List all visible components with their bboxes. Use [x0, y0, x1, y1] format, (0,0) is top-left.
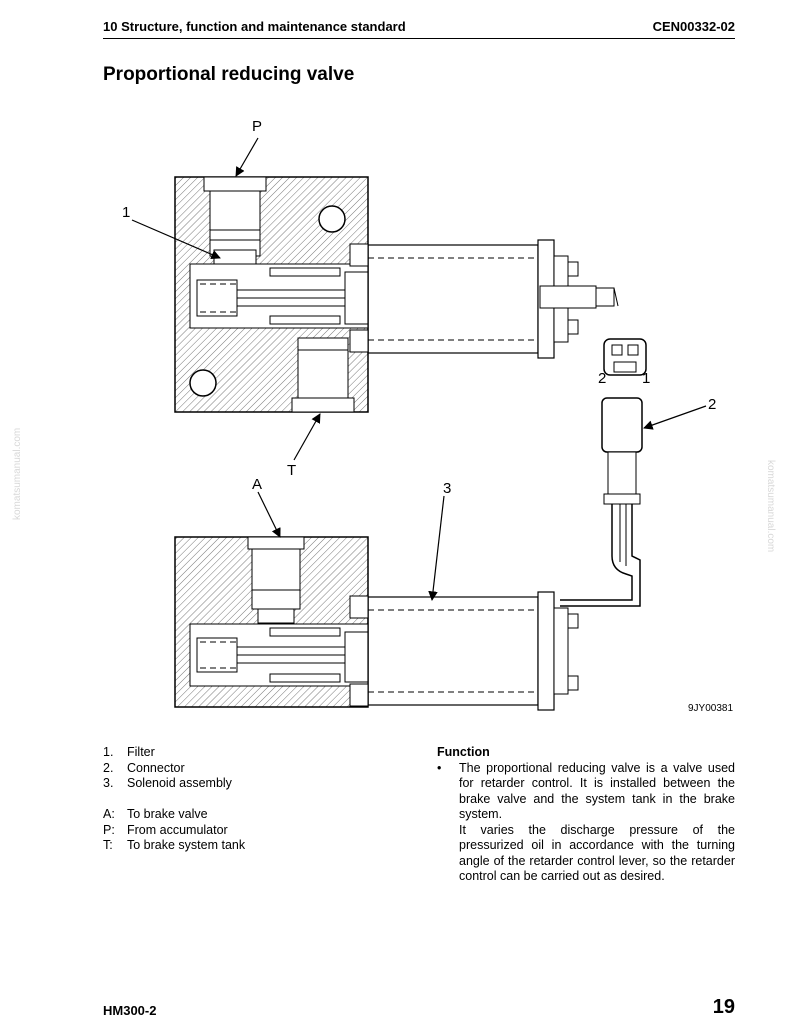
port-t-plug	[297, 337, 349, 399]
valve-bottom	[174, 536, 579, 711]
section-title: 10 Structure, function and maintenance s…	[103, 19, 406, 34]
leader-3	[428, 495, 445, 601]
legend-item: A:To brake valve	[103, 807, 208, 821]
connector	[560, 338, 647, 607]
leader-p	[235, 137, 259, 177]
callout-1: 1	[122, 204, 131, 221]
legend-item: 1.Filter	[103, 745, 155, 759]
solenoid-bottom	[367, 596, 539, 706]
valve-diagram	[131, 137, 707, 711]
function-heading: Function	[437, 745, 490, 759]
page-title: Proportional reducing valve	[103, 64, 355, 85]
callout-3: 3	[443, 480, 452, 497]
callout-a: A	[252, 476, 263, 493]
filter-element	[209, 190, 261, 257]
legend-item: 2.Connector	[103, 760, 185, 775]
leader-2	[643, 405, 707, 430]
leader-a	[257, 491, 281, 538]
connector-pin-1: 1	[642, 370, 651, 387]
page-number: 19	[712, 996, 735, 1018]
connector-cable	[560, 504, 633, 601]
function-bullet: • The proportional reducing valve is a v…	[437, 761, 735, 885]
solenoid-top	[367, 244, 539, 354]
function-section: Function • The proportional reducing val…	[437, 745, 735, 885]
legend-item: P:From accumulator	[103, 822, 228, 837]
legend: 1.Filter 2.Connector 3.Solenoid assembly…	[103, 745, 245, 854]
bullet-marker: •	[437, 760, 442, 775]
connector-pin-2: 2	[598, 370, 607, 387]
callout-2: 2	[708, 396, 717, 413]
function-paragraph-1: The proportional reducing valve is a val…	[459, 760, 735, 822]
callout-p: P	[252, 118, 263, 135]
page-header: 10 Structure, function and maintenance s…	[103, 18, 735, 39]
leader-t	[293, 413, 321, 461]
callout-t: T	[287, 462, 297, 479]
lead-wire-top	[595, 287, 615, 307]
figure-code: 9JY00381	[688, 703, 734, 714]
document-code: CEN00332-02	[652, 19, 735, 34]
connector-plug	[601, 397, 643, 453]
valve-top	[174, 176, 619, 413]
leader-lines	[131, 137, 707, 601]
model-number: HM300-2	[103, 1003, 157, 1018]
legend-item: T:To brake system tank	[103, 838, 246, 852]
legend-item: 3.Solenoid assembly	[103, 776, 232, 790]
function-paragraph-2: It varies the discharge pressure of the …	[459, 822, 735, 884]
leader-1	[131, 219, 221, 259]
